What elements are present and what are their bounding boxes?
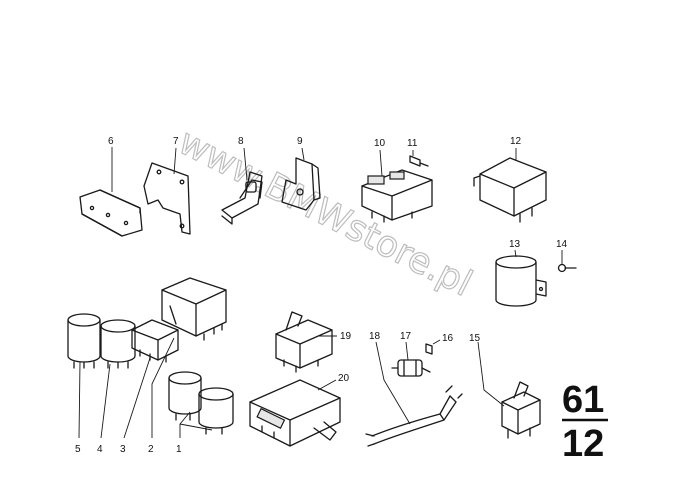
leader-2: [151, 337, 175, 438]
part-11-screw[interactable]: [409, 155, 429, 167]
callout-8: 8: [238, 136, 244, 147]
part-1-round-relays[interactable]: [168, 371, 234, 435]
watermark: www.BMWstore.pl: [172, 121, 479, 304]
group-code-bottom: 12: [562, 423, 604, 465]
part-7-plate[interactable]: [143, 162, 191, 235]
callout-11: 11: [407, 138, 418, 149]
part-12-relay-module[interactable]: [473, 157, 547, 223]
callout-4: 4: [97, 444, 103, 455]
leader-4: [100, 363, 111, 439]
part-9-bracket[interactable]: [281, 157, 321, 211]
callout-10: 10: [374, 138, 386, 149]
part-3-relay[interactable]: [131, 319, 179, 363]
group-code: 61 12: [562, 379, 608, 465]
part-15-relay-bracket[interactable]: [501, 381, 541, 439]
leader-20: [317, 379, 337, 391]
part-8-holder[interactable]: [221, 171, 263, 225]
group-code-top: 61: [562, 379, 604, 421]
leader-18: [375, 341, 411, 425]
part-18-wiring-harness[interactable]: [365, 385, 463, 447]
callout-15: 15: [469, 333, 481, 344]
leader-13: [514, 249, 517, 258]
callout-19: 19: [340, 331, 352, 342]
callout-13: 13: [509, 239, 521, 250]
part-2-relay-box[interactable]: [161, 277, 227, 341]
part-4-round-relay[interactable]: [100, 319, 136, 369]
callout-3: 3: [120, 444, 126, 455]
leader-8: [243, 147, 248, 181]
part-20-control-unit[interactable]: [249, 379, 341, 447]
part-13-round-relay[interactable]: [495, 255, 547, 307]
callout-6: 6: [108, 136, 114, 147]
callout-2: 2: [148, 444, 154, 455]
callout-12: 12: [510, 136, 522, 147]
leader-9: [301, 147, 305, 161]
callout-14: 14: [556, 239, 568, 250]
part-10-connector-block[interactable]: [361, 169, 433, 223]
leader-1: [179, 411, 213, 438]
callout-17: 17: [400, 331, 412, 342]
part-6-bracket[interactable]: [79, 189, 143, 237]
leader-5: [78, 361, 81, 439]
callout-1: 1: [176, 444, 182, 455]
callout-7: 7: [173, 136, 179, 147]
leader-3: [123, 357, 151, 439]
callout-5: 5: [75, 444, 81, 455]
leader-16: [432, 339, 441, 345]
callout-9: 9: [297, 136, 303, 147]
part-16-clip[interactable]: [425, 343, 433, 355]
callout-20: 20: [338, 373, 350, 384]
leader-17: [405, 341, 409, 361]
callout-16: 16: [442, 333, 454, 344]
part-5-round-relay[interactable]: [67, 313, 101, 369]
callout-18: 18: [369, 331, 381, 342]
part-19-relay[interactable]: [275, 311, 333, 373]
leader-15: [477, 341, 505, 407]
part-17-diode[interactable]: [391, 359, 431, 377]
leader-10: [379, 149, 383, 177]
part-14-screw[interactable]: [557, 263, 577, 273]
leader-7: [173, 147, 177, 175]
